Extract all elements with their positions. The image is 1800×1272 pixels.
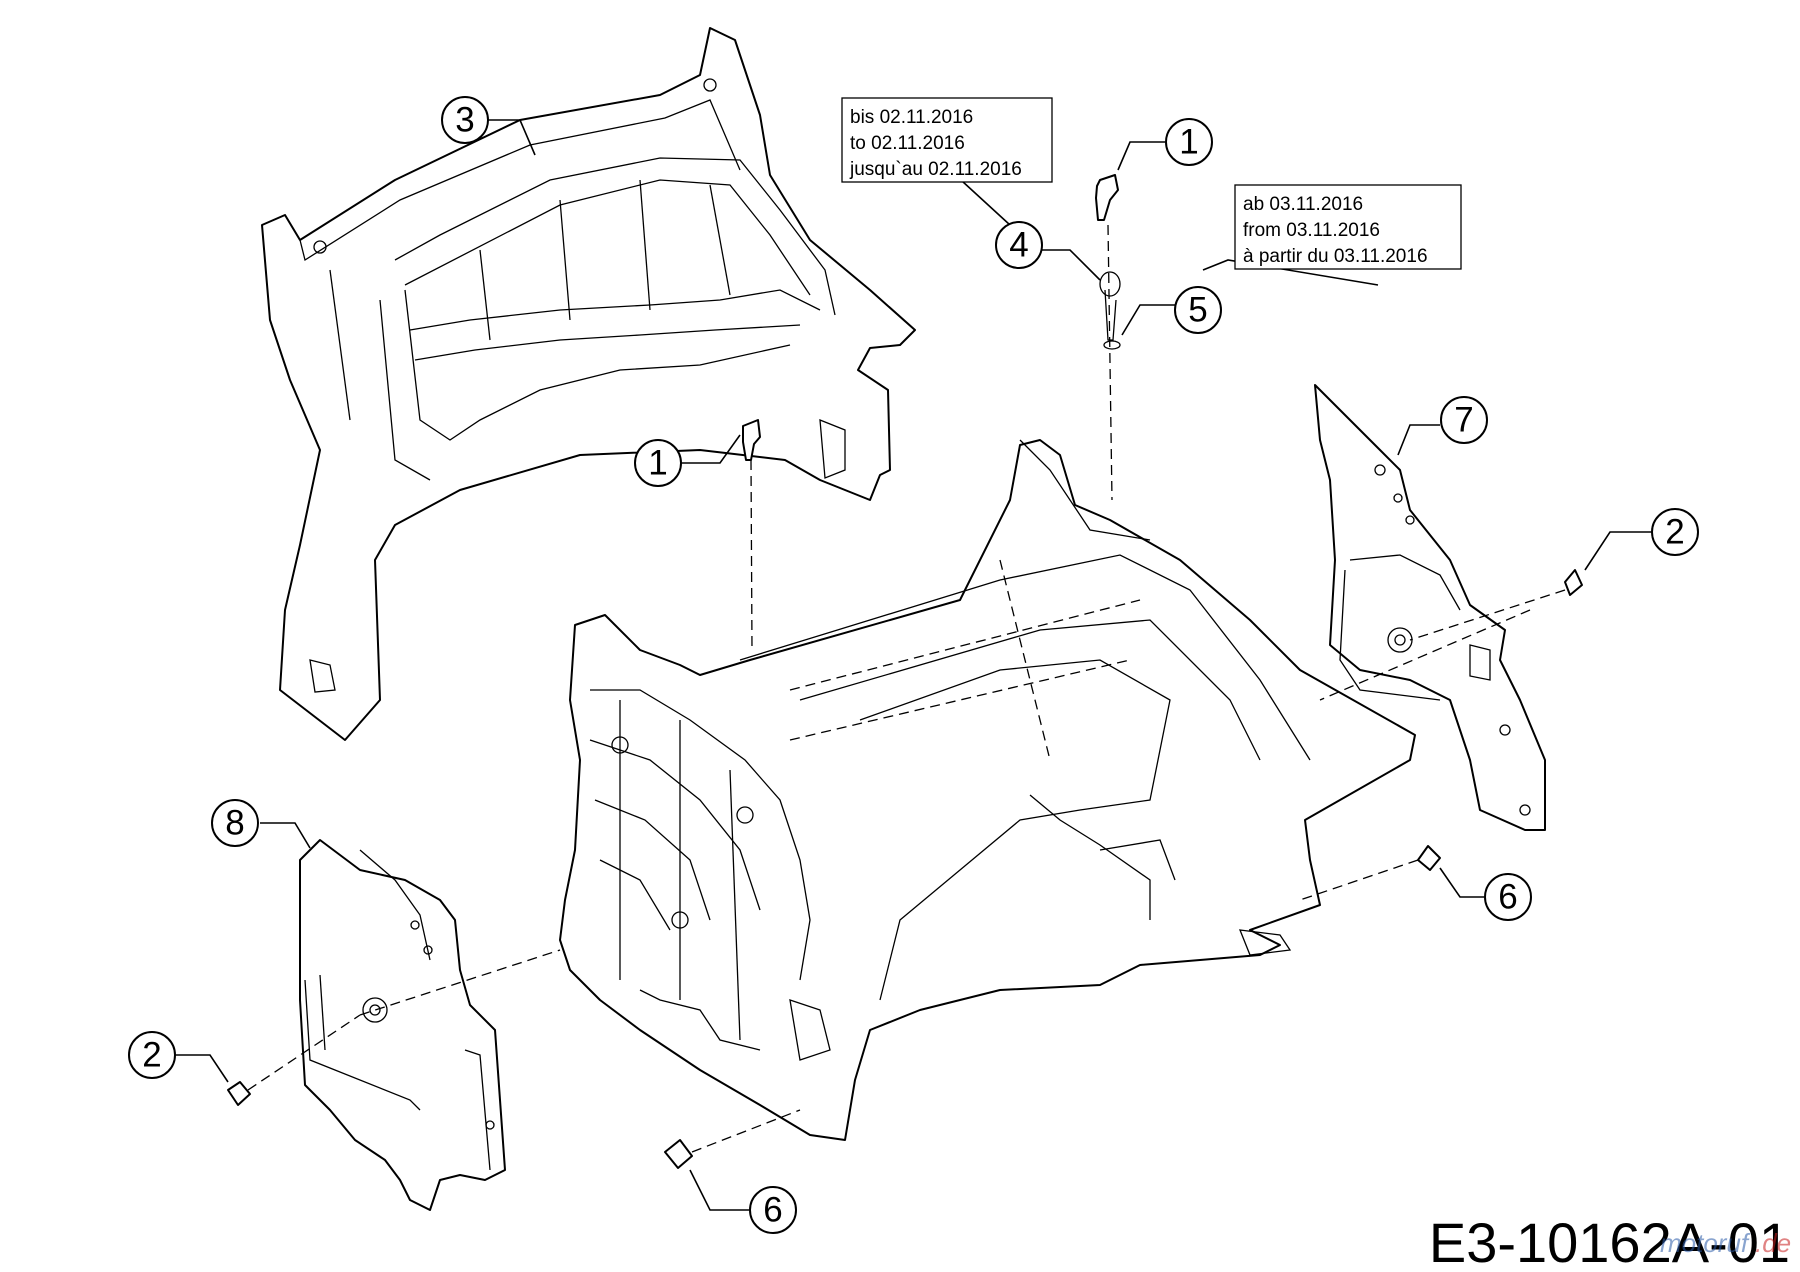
callout-number: 6 — [763, 1191, 782, 1230]
callout-number: 1 — [648, 444, 667, 483]
callout-1-mid: 1 — [634, 439, 682, 487]
part-7-side-plate-right — [1314, 384, 1546, 831]
callout-number: 2 — [1665, 513, 1684, 552]
callout-2-right: 2 — [1651, 508, 1699, 556]
note-line: from 03.11.2016 — [1243, 220, 1380, 241]
chute-housing — [559, 439, 1416, 1141]
callout-number: 8 — [225, 804, 244, 843]
callout-7: 7 — [1440, 396, 1488, 444]
callout-4: 4 — [995, 221, 1043, 269]
callout-number: 6 — [1498, 878, 1517, 917]
part-3-upper-cover — [261, 27, 916, 741]
callout-number: 2 — [142, 1036, 161, 1075]
callout-1-top: 1 — [1165, 118, 1213, 166]
watermark-text: motoruf — [1660, 1228, 1751, 1258]
callout-6-right: 6 — [1484, 873, 1532, 921]
pin-and-bolts — [227, 174, 1583, 1169]
diagram-code: E3-10162A-01 — [1429, 1211, 1790, 1272]
callout-number: 1 — [1179, 123, 1198, 162]
note-line: jusqu`au 02.11.2016 — [849, 159, 1022, 180]
part-8-side-plate-left — [299, 839, 506, 1211]
date-note-before: bis 02.11.2016 to 02.11.2016 jusqu`au 02… — [841, 97, 1053, 183]
note-line: bis 02.11.2016 — [850, 107, 973, 128]
callout-5: 5 — [1174, 286, 1222, 334]
callout-number: 4 — [1009, 226, 1028, 265]
callout-6-bottom: 6 — [749, 1186, 797, 1234]
note-line: à partir du 03.11.2016 — [1243, 246, 1428, 267]
callout-number: 7 — [1454, 401, 1473, 440]
watermark: motoruf .de — [1660, 1228, 1791, 1258]
callout-8: 8 — [211, 799, 259, 847]
callout-number: 5 — [1188, 291, 1207, 330]
callout-3: 3 — [441, 96, 489, 144]
note-line: ab 03.11.2016 — [1243, 194, 1363, 215]
note-line: to 02.11.2016 — [850, 133, 965, 154]
watermark-suffix: .de — [1755, 1228, 1791, 1258]
callout-number: 3 — [455, 101, 474, 140]
callout-2-left: 2 — [128, 1031, 176, 1079]
date-note-after: ab 03.11.2016 from 03.11.2016 à partir d… — [1234, 184, 1462, 270]
